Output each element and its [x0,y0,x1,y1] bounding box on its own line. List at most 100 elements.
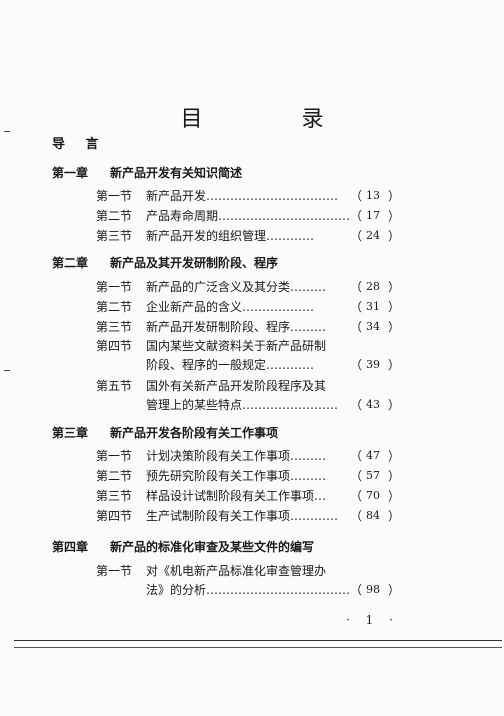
paren-close: ） [388,449,401,463]
section-number: 第二节 [96,300,133,314]
section-number: 第五节 [96,379,133,393]
section-number: 第四节 [96,509,133,523]
intro-heading: 导 言 [52,137,107,152]
paren-open: （ [350,449,363,463]
paren-open: （ [350,398,363,412]
chapter-title: 新产品开发各阶段有关工作事项 [110,426,279,440]
section-title-text: 新产品开发 [146,189,207,203]
chapter-heading[interactable]: 第三章 新产品开发各阶段有关工作事项 [52,424,278,441]
leader-dots: ……… [290,449,327,463]
section-number: 第一节 [96,449,133,463]
leader-dots: …………………………… [206,189,339,203]
section-title: 国外有关新产品开发阶段程序及其 [146,379,327,393]
section-number: 第四节 [96,339,133,353]
chapter-heading[interactable]: 第四章 新产品的标准化审查及某些文件的编写 [52,538,314,555]
leader-dots: …………………………… [218,209,351,223]
chapter-title: 新产品及其开发研制阶段、程序 [110,256,279,270]
leader-dots: ………… [266,229,315,243]
bottom-rule [14,640,502,641]
section-title-text: 企业新产品的含义 [146,300,243,314]
paren-open: （ [350,209,363,223]
section-title: 企业新产品的含义……………… [146,298,314,316]
paren-close: ） [388,280,401,294]
page-number: · 1 · [346,613,399,627]
page-number-value: 39 [366,358,380,371]
section-title: 预先研究阶段有关工作事项……… [146,467,326,485]
section-number: 第三节 [96,489,133,503]
chapter-number: 第三章 [52,426,89,440]
page-number-value: 84 [366,509,380,522]
section-number: 第二节 [96,209,133,223]
section-title: 新产品开发的组织管理………… [146,227,314,245]
section-number: 第三节 [96,320,133,334]
paren-open: （ [350,469,363,483]
section-number: 第一节 [96,189,133,203]
page-number-value: 28 [366,280,380,293]
section-title: 新产品开发…………………………… [146,187,338,205]
section-title-text: 新产品的广泛含义及其分类 [146,280,291,294]
bottom-rule-secondary [14,647,502,648]
section-title-continued: 阶段、程序的一般规定………… [146,356,314,374]
margin-mark [4,370,10,371]
section-title-text: 生产试制阶段有关工作事项 [146,509,291,523]
page-title: 目 录 [180,107,370,132]
section-title-text: 预先研究阶段有关工作事项 [146,469,291,483]
section-title: 对《机电新产品标准化审查管理办 [146,564,327,578]
page-number-value: 70 [366,489,380,502]
paren-close: ） [388,489,401,503]
leader-dots: ……………………………… [206,583,351,597]
section-title: 样品设计试制阶段有关工作事项… [146,487,326,505]
paren-open: （ [350,300,363,314]
chapter-number: 第二章 [52,256,89,270]
page-number-value: 98 [366,583,380,596]
chapter-number: 第一章 [52,166,89,180]
paren-close: ） [388,583,401,597]
section-title-text: 计划决策阶段有关工作事项 [146,449,291,463]
section-number: 第一节 [96,280,133,294]
page-number-value: 57 [366,469,380,482]
section-title-line2: 管理上的某些特点 [146,398,243,412]
section-title-line2: 法》的分析 [146,583,207,597]
leader-dots: ………… [266,358,315,372]
paren-open: （ [350,358,363,372]
page-number-value: 47 [366,449,380,462]
paren-open: （ [350,320,363,334]
page-number-value: 17 [366,209,380,222]
section-title: 新产品开发研制阶段、程序……… [146,318,326,336]
section-title-line2: 阶段、程序的一般规定 [146,358,267,372]
page-number-value: 34 [366,320,380,333]
section-title: 计划决策阶段有关工作事项……… [146,447,326,465]
leader-dots: ……… [290,280,327,294]
section-title-continued: 管理上的某些特点…………………… [146,396,338,414]
section-number: 第二节 [96,469,133,483]
section-title: 新产品的广泛含义及其分类……… [146,278,326,296]
page-number-value: 43 [366,398,380,411]
section-title: 产品寿命周期…………………………… [146,207,350,225]
paren-close: ） [388,358,401,372]
chapter-number: 第四章 [52,540,89,554]
leader-dots: ………… [290,509,339,523]
chapter-heading[interactable]: 第二章 新产品及其开发研制阶段、程序 [52,254,278,271]
page-number-value: 24 [366,229,380,242]
section-title-text: 样品设计试制阶段有关工作事项 [146,489,315,503]
paren-open: （ [350,189,363,203]
chapter-title: 新产品的标准化审查及某些文件的编写 [110,540,315,554]
chapter-heading[interactable]: 第一章新产品开发有关知识简述 [52,164,242,181]
paren-open: （ [350,229,363,243]
section-title: 生产试制阶段有关工作事项………… [146,507,338,525]
section-title-text: 新产品开发的组织管理 [146,229,267,243]
section-title-continued: 法》的分析……………………………… [146,581,350,599]
section-title-text: 产品寿命周期 [146,209,219,223]
paren-open: （ [350,583,363,597]
margin-mark [4,131,10,132]
paren-close: ） [388,300,401,314]
page-number-value: 31 [366,300,380,313]
section-title-text: 新产品开发研制阶段、程序 [146,320,291,334]
paren-close: ） [388,229,401,243]
leader-dots: ……… [290,320,327,334]
paren-close: ） [388,469,401,483]
section-number: 第一节 [96,564,133,578]
leader-dots: …………………… [242,398,339,412]
leader-dots: ……………… [242,300,315,314]
